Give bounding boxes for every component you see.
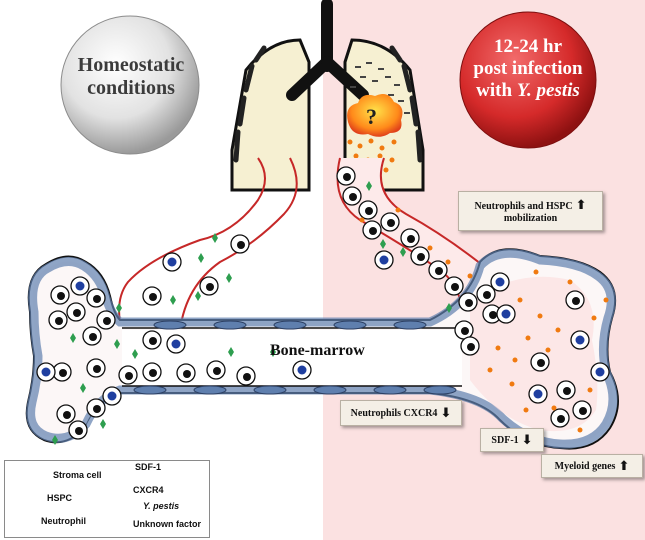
mobilization-line1: Neutrophils and HSPC⬆ xyxy=(474,198,587,213)
infection-line2: post infection xyxy=(473,57,583,79)
legend-neutrophil-label: Neutrophil xyxy=(41,516,86,526)
homeostatic-bubble xyxy=(60,15,200,155)
hspc-cells xyxy=(36,250,610,406)
sdf1-molecules xyxy=(52,181,452,445)
legend-hspc-label: HSPC xyxy=(47,493,73,503)
arrow-down-icon: ⬇ xyxy=(521,432,533,448)
arrow-up-icon: ⬆ xyxy=(575,198,587,213)
question-mark: ? xyxy=(366,104,377,129)
arrow-down-icon: ⬇ xyxy=(440,405,452,421)
mobilization-box: Neutrophils and HSPC⬆ mobilization xyxy=(458,191,603,231)
legend-unknown-label: Unknown factor xyxy=(133,519,202,529)
question-cloud xyxy=(347,94,403,137)
homeostatic-line2: conditions xyxy=(87,77,175,99)
cxcr4-box: Neutrophils CXCR4⬇ xyxy=(340,400,462,426)
legend-sdf1-label: SDF-1 xyxy=(135,462,162,472)
legend-cxcr4-label: CXCR4 xyxy=(133,485,164,495)
left-blood-vessel xyxy=(118,157,298,333)
infection-bubble xyxy=(459,11,597,149)
shaft-stroma-cells xyxy=(133,320,457,395)
myeloid-text: Myeloid genes xyxy=(554,460,616,472)
legend-ypestis-label: Y. pestis xyxy=(143,501,180,511)
sdf1-text: SDF-1 xyxy=(491,434,519,446)
infection-label: 12-24 hr post infection with Y. pestis xyxy=(456,36,600,102)
myeloid-box: Myeloid genes⬆ xyxy=(541,454,643,478)
homeostatic-line1: Homeostatic xyxy=(77,54,185,76)
infection-line3-prefix: with xyxy=(476,79,517,101)
cxcr4-text: Neutrophils CXCR4 xyxy=(350,407,438,419)
mobilization-line2: mobilization xyxy=(503,213,558,224)
homeostatic-label: Homeostatic conditions xyxy=(61,54,201,100)
infection-pathogen: Y. pestis xyxy=(516,79,580,101)
bone-marrow-label: Bone-marrow xyxy=(270,342,365,359)
arrow-up-icon: ⬆ xyxy=(618,458,630,474)
infection-line3: with Y. pestis xyxy=(456,80,600,102)
sdf1-box: SDF-1⬇ xyxy=(480,428,544,452)
neutrophil-nuclei xyxy=(55,173,587,435)
legend: Stroma cell SDF-1 HSPC CXCR4 Y. pestis N… xyxy=(4,460,210,538)
legend-stroma-label: Stroma cell xyxy=(53,470,102,480)
infection-line1: 12-24 hr xyxy=(493,36,563,57)
trachea xyxy=(286,0,369,101)
